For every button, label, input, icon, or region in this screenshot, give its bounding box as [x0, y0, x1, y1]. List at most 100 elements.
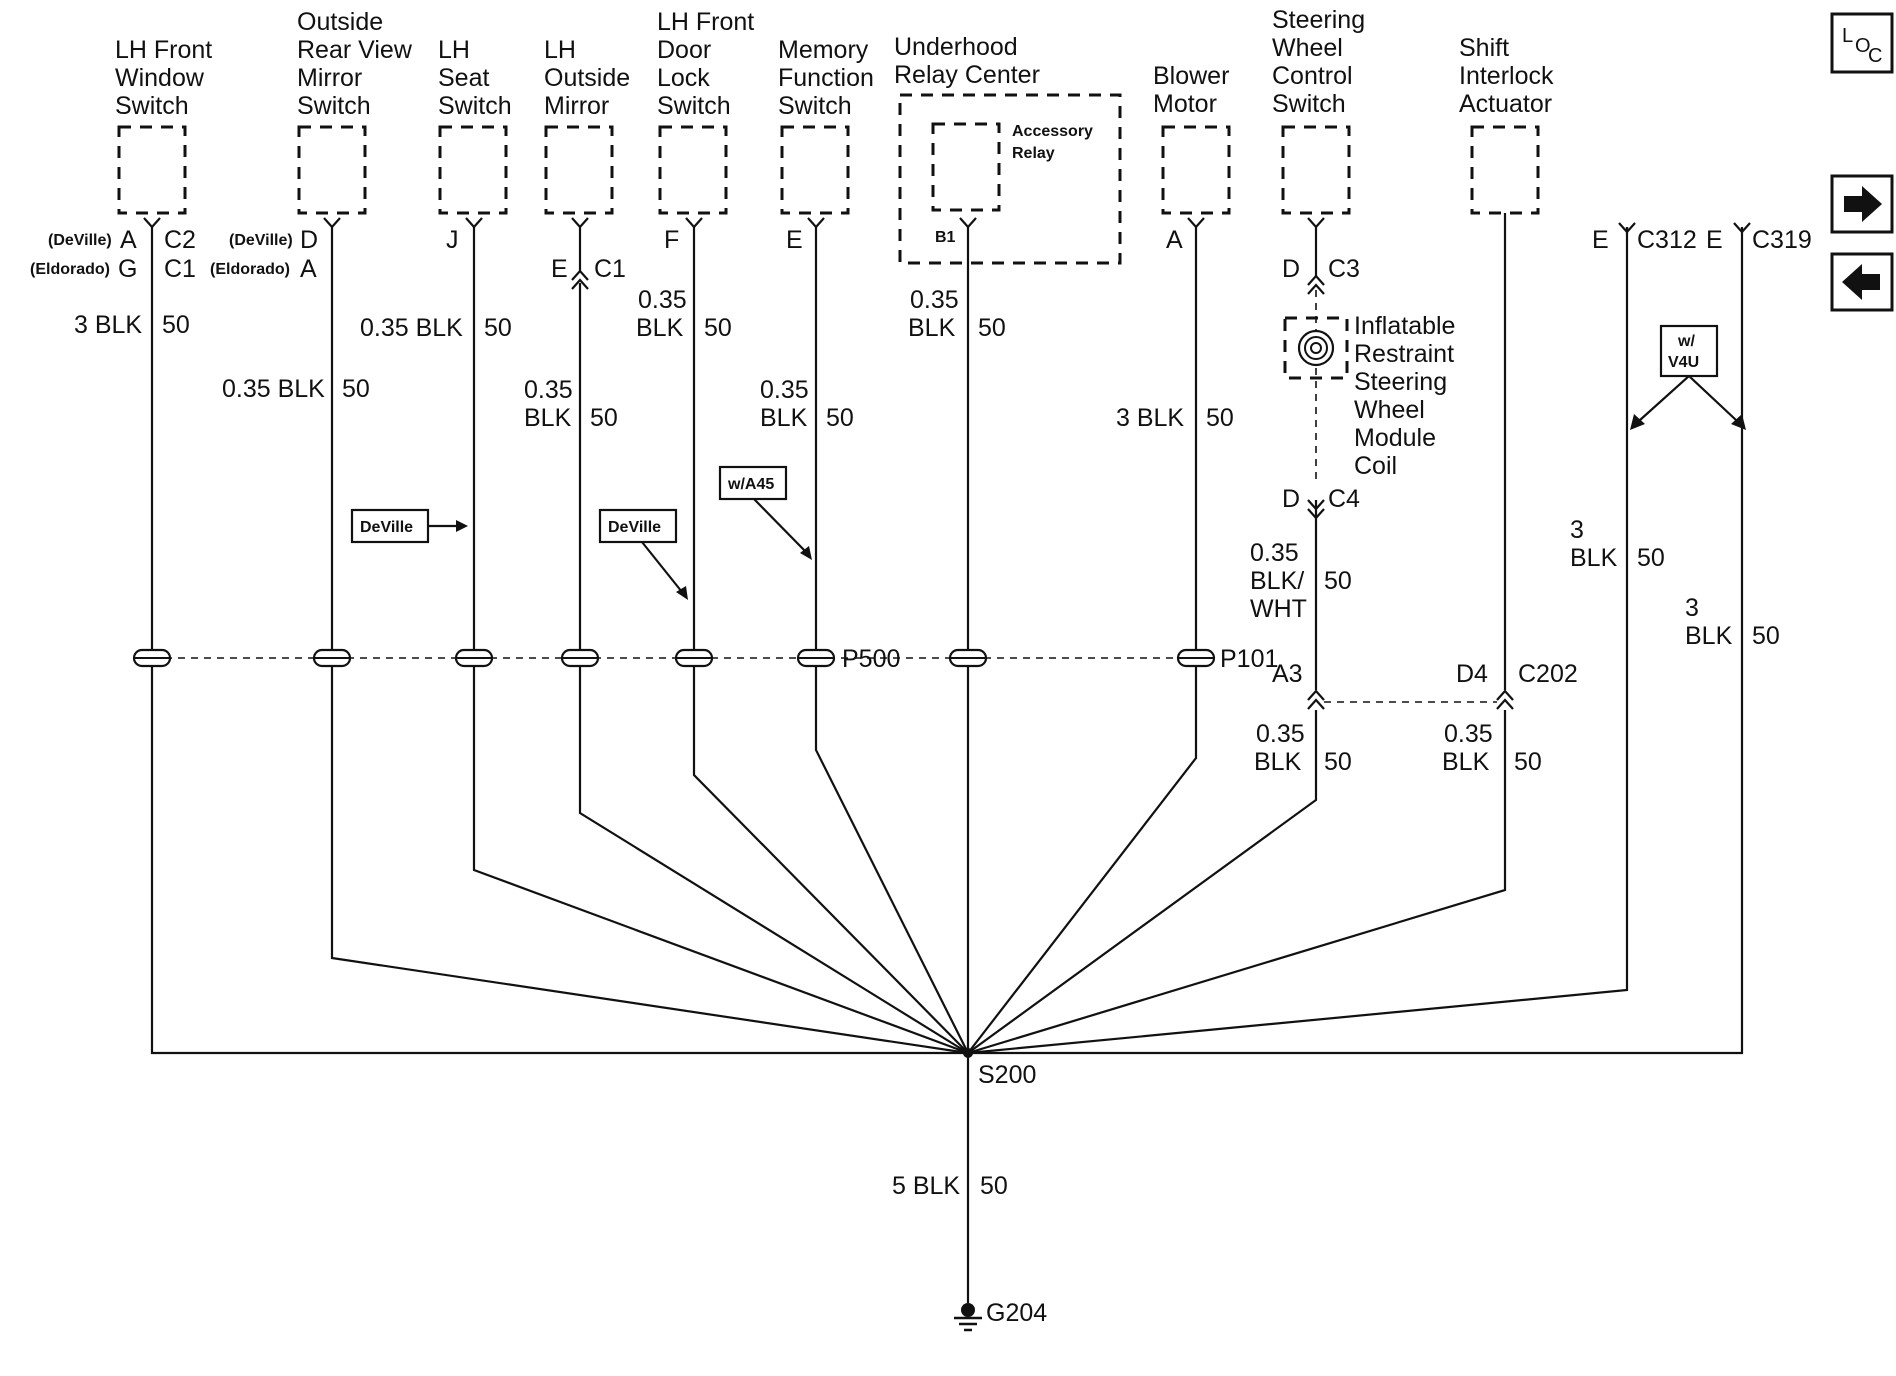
- w6-pin-e: E: [786, 226, 803, 254]
- mirror-switch-label-3: Mirror: [297, 64, 362, 92]
- w9-conn-c3: C3: [1328, 255, 1360, 283]
- door-lock-switch-label-3: Lock: [657, 64, 710, 92]
- connector-y-w4: [571, 217, 589, 229]
- w9-circuit: 50: [1324, 567, 1352, 595]
- connector-y-c319: [1733, 222, 1751, 234]
- w10-size-2: BLK: [1254, 748, 1302, 776]
- accessory-relay-label-1: Accessory: [1012, 123, 1093, 140]
- w-v4u-left-arrowhead: [1630, 414, 1645, 430]
- w5-pin-f: F: [664, 226, 679, 254]
- wire-labels: 3 BLK 50 0.35 BLK 50 0.35 BLK 50 0.35 BL…: [74, 286, 1780, 1200]
- connector-y-w6: [807, 217, 825, 229]
- w11-size-1: 0.35: [1444, 720, 1493, 748]
- w12-circuit: 50: [1637, 544, 1665, 572]
- memory-switch-label-1: Memory: [778, 36, 869, 64]
- w1-eldorado-label: (Eldorado): [30, 261, 110, 278]
- lh-outside-mirror-label-1: LH: [544, 36, 576, 64]
- memory-switch-label-2: Function: [778, 64, 874, 92]
- ground-wire-size: 5 BLK: [892, 1172, 960, 1200]
- coil-label-5: Module: [1354, 424, 1436, 452]
- coil-box: [1283, 316, 1349, 380]
- inflatable-restraint-coil: [1283, 316, 1349, 380]
- blower-motor-label-2: Motor: [1153, 90, 1217, 118]
- w12-pin-e: E: [1592, 226, 1609, 254]
- lh-seat-switch-label-3: Switch: [438, 92, 512, 120]
- previous-page-button[interactable]: [1830, 252, 1894, 312]
- wires: [150, 213, 1744, 1303]
- w6-circuit: 50: [826, 404, 854, 432]
- shift-interlock-label-3: Actuator: [1459, 90, 1552, 118]
- coil-label-3: Steering: [1354, 368, 1447, 396]
- grommet-w6: [796, 648, 836, 668]
- underhood-relay-center-label-1: Underhood: [894, 33, 1018, 61]
- next-page-button[interactable]: [1830, 174, 1894, 234]
- connector-y-w7: [959, 217, 977, 229]
- s200-label: S200: [978, 1061, 1036, 1089]
- underhood-relay-center-label-2: Relay Center: [894, 61, 1040, 89]
- lh-outside-mirror-label-3: Mirror: [544, 92, 609, 120]
- w8-pin-a: A: [1166, 226, 1183, 254]
- coil-label-4: Wheel: [1354, 396, 1425, 424]
- grommet-w4: [560, 648, 600, 668]
- w7-circuit: 50: [978, 314, 1006, 342]
- lh-front-window-switch-label-2: Window: [115, 64, 205, 92]
- wire-door-lock-switch: [692, 227, 969, 1054]
- c202-conn-label: C202: [1518, 660, 1578, 688]
- shift-interlock-label-1: Shift: [1459, 34, 1509, 62]
- mirror-switch-label-1: Outside: [297, 8, 383, 36]
- w2-circuit: 50: [342, 375, 370, 403]
- w11-size-2: BLK: [1442, 748, 1490, 776]
- connector-y-w9: [1307, 217, 1325, 229]
- connector-chevron-c202-d4: [1496, 689, 1514, 710]
- pass-through-grommets: [132, 648, 1216, 668]
- wire-shift-interlock-bottom: [967, 710, 1507, 1055]
- w-a45-tag-arrow: [753, 498, 807, 553]
- w1-circuit: 50: [162, 311, 190, 339]
- lh-seat-switch-box: [438, 125, 508, 215]
- arrow-left-icon: [1842, 264, 1880, 300]
- blower-motor-box: [1161, 125, 1231, 215]
- mirror-switch-label-2: Rear View: [297, 36, 413, 64]
- w13-size-1: 3: [1685, 594, 1699, 622]
- option-tags: DeVille DeVille w/A45 w/ V4U: [350, 324, 1746, 600]
- accessory-relay-label-2: Relay: [1012, 145, 1055, 162]
- location-button[interactable]: L O C: [1830, 12, 1894, 74]
- connector-y-w8: [1187, 217, 1205, 229]
- lh-front-window-switch-box: [117, 125, 187, 215]
- door-lock-switch-label-1: LH Front: [657, 8, 754, 36]
- memory-switch-box: [780, 125, 850, 215]
- steering-control-label-1: Steering: [1272, 6, 1365, 34]
- w3-size: 0.35 BLK: [360, 314, 463, 342]
- coil-icon-inner: [1304, 336, 1328, 360]
- shift-interlock-label-2: Interlock: [1459, 62, 1554, 90]
- w7-size-2: BLK: [908, 314, 956, 342]
- component-labels: LH Front Window Switch Outside Rear View…: [115, 6, 1554, 120]
- memory-switch-label-3: Switch: [778, 92, 852, 120]
- w2-size: 0.35 BLK: [222, 375, 325, 403]
- w1-size: 3 BLK: [74, 311, 142, 339]
- lh-seat-switch-label-2: Seat: [438, 64, 489, 92]
- steering-control-switch-box: [1281, 125, 1351, 215]
- deville-tag-1: DeVille: [360, 519, 413, 536]
- underhood-relay-center-box: [898, 93, 1122, 265]
- lh-outside-mirror-box: [544, 125, 614, 215]
- w1-pin-a: A: [120, 226, 137, 254]
- c202-pin-a3: A3: [1272, 660, 1303, 688]
- connector-y-w5: [685, 217, 703, 229]
- w4-circuit: 50: [590, 404, 618, 432]
- deville-tag-1-arrowhead: [456, 520, 468, 532]
- w-a45-tag-arrowhead: [800, 546, 812, 560]
- shift-interlock-box: [1470, 125, 1540, 215]
- coil-icon-core: [1310, 342, 1322, 354]
- component-boxes: [117, 93, 1540, 265]
- deville-tag-2-box: [598, 508, 678, 544]
- w4-conn-c1: C1: [594, 255, 626, 283]
- connector-y-w3: [465, 217, 483, 229]
- w7-pin-b1: B1: [935, 229, 956, 246]
- w12-conn-c312: C312: [1637, 226, 1697, 254]
- ground-icon: [954, 1303, 982, 1332]
- wire-mirror-switch: [330, 227, 969, 1055]
- w13-circuit: 50: [1752, 622, 1780, 650]
- mirror-switch-box: [297, 125, 367, 215]
- w10-size-1: 0.35: [1256, 720, 1305, 748]
